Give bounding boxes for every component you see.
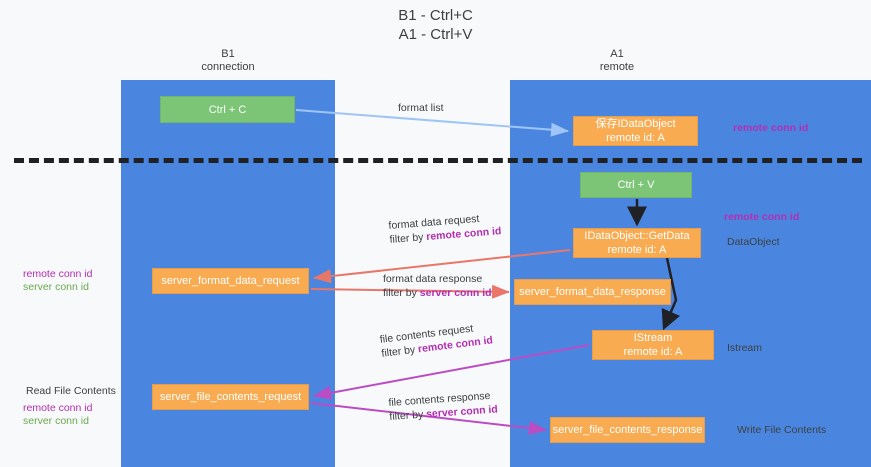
node-server-file-contents-request[interactable]: server_file_contents_request [152,384,309,410]
edge-label-format-list-text: format list [398,102,444,114]
page-title: B1 - Ctrl+C A1 - Ctrl+V [0,6,871,44]
node-ctrl-c-label: Ctrl + C [208,103,247,116]
node-server-format-data-request[interactable]: server_format_data_request [152,268,309,294]
column-header-a1-role: remote [599,61,635,73]
node-save-idataobject-line2: remote id: A [606,132,665,144]
filter-prefix: filter by [389,408,427,423]
side-label-left-server-conn-id-2: server conn id [23,415,89,427]
column-header-a1-name: A1 [610,48,624,60]
side-label-istream: Istream [727,342,763,354]
side-label-left-remote-conn-id-2: remote conn id [23,402,93,414]
title-line-2: A1 - Ctrl+V [398,26,473,43]
side-label-left-remote-conn-id-1: remote conn id [23,268,93,280]
node-server-file-contents-response-label: server_file_contents_response [552,424,703,436]
node-save-idataobject[interactable]: 保存IDataObject remote id: A [573,116,698,146]
edge-label-format-data-response-text: format data response [383,273,483,285]
column-header-b1: B1 connection [121,48,335,74]
filter-prefix: filter by [389,231,427,246]
node-idataobject-getdata[interactable]: IDataObject::GetData remote id: A [573,228,701,258]
filter-prefix: filter by [383,287,420,299]
node-idataobject-getdata-line2: remote id: A [607,244,667,256]
side-label-left-conn-ids-bottom: remote conn id server conn id [23,402,92,428]
node-server-format-data-request-label: server_format_data_request [161,275,300,287]
edge-label-file-contents-response: file contents response filter by server … [388,388,498,424]
filter-prefix: filter by [380,343,419,360]
side-label-left-conn-ids-top: remote conn id server conn id [23,268,92,294]
filter-key: server conn id [419,287,492,299]
title-line-1: B1 - Ctrl+C [398,7,473,24]
node-server-format-data-response-label: server_format_data_response [519,286,666,298]
filter-key: server conn id [425,403,499,421]
node-server-file-contents-request-label: server_file_contents_request [159,391,302,403]
side-label-remote-conn-id-top: remote conn id [733,122,809,134]
node-istream-line2: remote id: A [623,346,683,358]
side-label-read-file-contents: Read File Contents [26,385,116,397]
node-idataobject-getdata-line1: IDataObject::GetData [584,230,690,242]
edge-label-format-data-response: format data response filter by server co… [383,272,492,300]
edge-label-format-data-request: format data request filter by remote con… [388,210,502,247]
column-header-b1-role: connection [201,61,255,73]
side-label-remote-conn-id-mid: remote conn id [724,211,800,223]
node-ctrl-v-label: Ctrl + V [617,179,655,191]
column-header-a1: A1 remote [510,48,724,74]
node-ctrl-c[interactable]: Ctrl + C [160,96,295,123]
side-label-write-file-contents: Write File Contents [737,424,827,436]
node-server-format-data-response[interactable]: server_format_data_response [514,279,671,305]
node-istream-line1: IStream [633,332,673,344]
node-istream[interactable]: IStream remote id: A [592,330,714,360]
column-header-b1-name: B1 [221,48,235,60]
node-ctrl-v[interactable]: Ctrl + V [580,172,692,198]
section-divider [14,158,862,163]
node-save-idataobject-line1: 保存IDataObject [595,118,676,130]
node-server-file-contents-response[interactable]: server_file_contents_response [550,417,705,443]
edge-label-format-data-response-filter: filter by server conn id [383,286,492,300]
edge-label-format-list: format list [398,101,444,115]
side-label-left-server-conn-id-1: server conn id [23,281,89,293]
edge-label-file-contents-request: file contents request filter by remote c… [379,319,494,360]
side-label-dataobject: DataObject [727,236,780,248]
